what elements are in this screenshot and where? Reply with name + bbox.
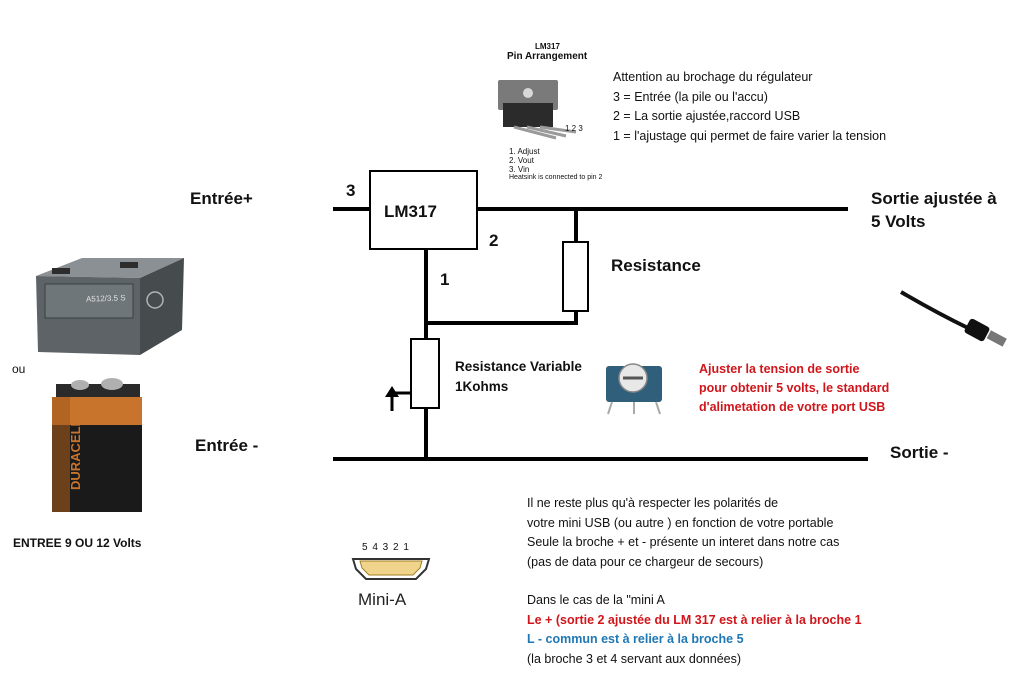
pinout-heatsink-note: Heatsink is connected to pin 2 xyxy=(509,174,603,181)
output-minus-label: Sortie - xyxy=(890,443,949,462)
pinout-pin-2: 2. Vout xyxy=(509,156,534,165)
bottom-data-line: (la broche 3 et 4 servant aux données) xyxy=(527,651,742,666)
output-adjusted-line2: 5 Volts xyxy=(871,212,926,231)
pin-2-label: 2 xyxy=(489,231,499,250)
usb-cable-image xyxy=(900,290,1007,347)
pinout-subtitle: Pin Arrangement xyxy=(507,51,588,62)
bottom-line-1: Il ne reste plus qu'à respecter les pola… xyxy=(527,496,779,510)
pinout-pin-numbers: 1 2 3 xyxy=(565,124,583,133)
bottom-note: Il ne reste plus qu'à respecter les pola… xyxy=(527,494,862,669)
input-plus-label: Entrée+ xyxy=(190,189,253,208)
mini-a-connector-image xyxy=(351,558,431,580)
duracell-battery-image xyxy=(52,378,142,512)
attention-line-2: 3 = Entrée (la pile ou l'accu) xyxy=(613,89,768,104)
pinout-pin-3: 3. Vin xyxy=(509,165,530,174)
attention-line-4: 1 = l'ajustage qui permet de faire varie… xyxy=(613,128,887,143)
pin-3-label: 3 xyxy=(346,181,356,200)
adjust-note: Ajuster la tension de sortie pour obteni… xyxy=(699,360,889,417)
lm317-box xyxy=(369,170,478,250)
output-adjusted-line1: Sortie ajustée à xyxy=(871,189,997,208)
variable-resistor-arrowhead xyxy=(385,386,399,397)
variable-resistor-symbol xyxy=(410,338,440,409)
bottom-line-3: Seule la broche + et - présente un inter… xyxy=(527,535,840,549)
sealed-battery-image xyxy=(36,258,184,355)
input-voltage-label: ENTREE 9 OU 12 Volts xyxy=(13,536,142,550)
input-minus-label: Entrée - xyxy=(195,436,259,455)
duracell-text: DURACELL xyxy=(68,418,83,491)
bottom-line-4: (pas de data pour ce chargeur de secours… xyxy=(527,554,764,569)
bottom-case-line: Dans le cas de la "mini A xyxy=(527,593,665,607)
resistor-symbol xyxy=(562,241,589,312)
lm317-pinout-card xyxy=(498,80,577,140)
potentiometer-image xyxy=(606,363,662,415)
bottom-minus-line: L - commun est à relier à la broche 5 xyxy=(527,632,744,646)
mini-a-pins: 5 4 3 2 1 xyxy=(362,542,410,553)
attention-note: Attention au brochage du régulateur 3 = … xyxy=(613,68,886,146)
variable-resistance-line1: Resistance Variable xyxy=(455,359,582,374)
bottom-plus-line: Le + (sortie 2 ajustée du LM 317 est à r… xyxy=(527,612,862,627)
lm317-label: LM317 xyxy=(384,202,437,221)
mini-a-label: Mini-A xyxy=(358,590,407,609)
or-label: ou xyxy=(12,362,26,376)
wires xyxy=(333,207,868,461)
attention-line-1: Attention au brochage du régulateur xyxy=(613,70,813,84)
attention-line-3: 2 = La sortie ajustée,raccord USB xyxy=(613,109,801,123)
pinout-title: LM317 xyxy=(535,42,560,51)
adjust-line-1: Ajuster la tension de sortie xyxy=(699,362,860,376)
adjust-line-3: d'alimetation de votre port USB xyxy=(699,400,886,414)
pinout-pin-1: 1. Adjust xyxy=(509,147,540,156)
adjust-line-2: pour obtenir 5 volts, le standard xyxy=(699,381,890,395)
resistance-label: Resistance xyxy=(611,256,701,275)
pin-1-label: 1 xyxy=(440,270,450,289)
to220-body xyxy=(503,103,553,127)
bottom-line-2: votre mini USB (ou autre ) en fonction d… xyxy=(527,515,834,530)
variable-resistance-line2: 1Kohms xyxy=(455,379,509,394)
sealed-battery-text: A512/3.5 S xyxy=(85,293,126,304)
